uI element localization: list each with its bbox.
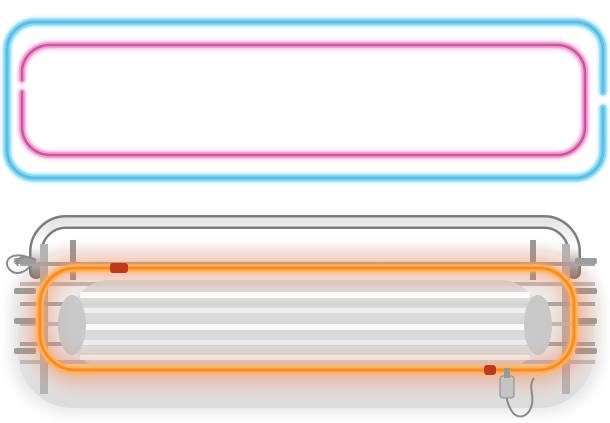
- orange-neon-tube-icon: [29, 257, 587, 383]
- bottom-neon-sign: [0, 200, 610, 423]
- power-cable-icon: [5, 254, 37, 274]
- bottom-neon-frame-icon: [5, 215, 602, 418]
- blue-outer-tube: [3, 18, 607, 182]
- top-neon-sign: [0, 0, 610, 200]
- metal-rod-rack-icon: [14, 215, 597, 394]
- top-neon-frame-icon: [3, 18, 607, 182]
- pink-inner-tube: [19, 41, 588, 158]
- plug-icon: [499, 368, 535, 418]
